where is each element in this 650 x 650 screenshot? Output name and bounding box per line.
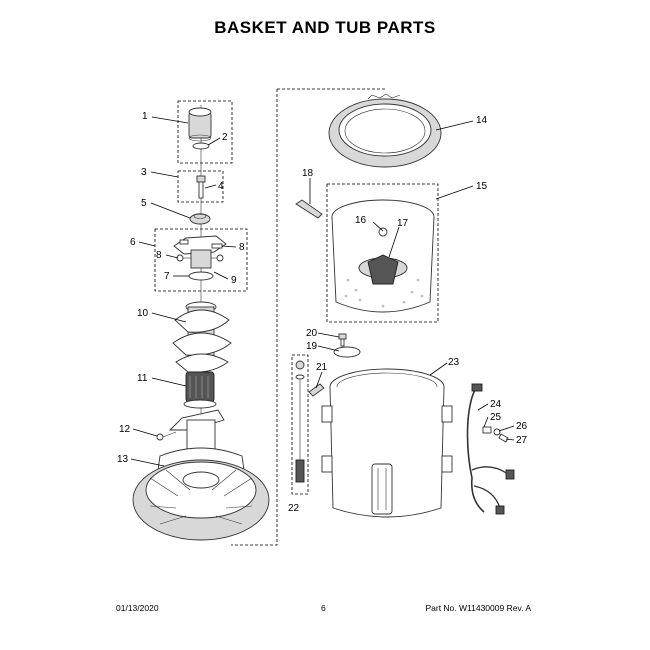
basket-pin bbox=[295, 199, 323, 219]
callout-24: 24 bbox=[490, 399, 502, 410]
spanner-bearing bbox=[333, 346, 361, 358]
outer-tub bbox=[321, 368, 453, 518]
wash-basket bbox=[331, 199, 435, 313]
group-box-22 bbox=[291, 354, 309, 495]
footer-date: 01/13/2020 bbox=[116, 603, 159, 613]
agitator-cap bbox=[188, 107, 212, 142]
callout-21: 21 bbox=[316, 362, 328, 373]
callout-6: 6 bbox=[130, 237, 136, 248]
group-box-15 bbox=[326, 183, 439, 323]
assembly-connector-outline bbox=[231, 88, 385, 546]
agitator-auger bbox=[172, 301, 232, 373]
callout-22: 22 bbox=[288, 503, 300, 514]
footer-part-number: Part No. W11430009 Rev. A bbox=[425, 603, 531, 613]
callout-1: 1 bbox=[142, 111, 148, 122]
callout-14: 14 bbox=[476, 115, 488, 126]
page-title: BASKET AND TUB PARTS bbox=[214, 18, 436, 37]
callout-17: 17 bbox=[397, 218, 409, 229]
callout-5: 5 bbox=[141, 198, 147, 209]
callout-26: 26 bbox=[516, 421, 528, 432]
drive-coupler bbox=[189, 213, 211, 225]
callout-20: 20 bbox=[306, 328, 318, 339]
callout-18: 18 bbox=[302, 168, 314, 179]
suspension-rod bbox=[295, 360, 305, 483]
basket-screw bbox=[338, 333, 347, 347]
callout-25: 25 bbox=[490, 412, 502, 423]
callout-2: 2 bbox=[222, 132, 228, 143]
balance-ring bbox=[328, 93, 442, 168]
wire-harness bbox=[466, 383, 515, 515]
callout-13: 13 bbox=[117, 454, 129, 465]
callout-8b: 8 bbox=[239, 242, 245, 253]
callout-16: 16 bbox=[355, 215, 367, 226]
callout-11: 11 bbox=[137, 373, 148, 384]
footer-page-number: 6 bbox=[321, 603, 326, 613]
callout-10: 10 bbox=[137, 308, 149, 319]
callout-23: 23 bbox=[448, 357, 460, 368]
group-box-3-4 bbox=[177, 170, 224, 203]
washer-clip bbox=[156, 431, 177, 441]
callout-27: 27 bbox=[516, 435, 528, 446]
drive-block-assembly bbox=[173, 235, 227, 281]
callout-3: 3 bbox=[141, 167, 147, 178]
callout-labels: 1 2 3 4 5 6 7 8 8 9 10 11 12 13 14 15 16… bbox=[117, 111, 528, 514]
drive-hub-base bbox=[132, 419, 270, 541]
callout-15: 15 bbox=[476, 181, 488, 192]
callout-4: 4 bbox=[218, 181, 224, 192]
group-box-1-2 bbox=[177, 100, 233, 164]
callout-19: 19 bbox=[306, 341, 318, 352]
callout-9: 9 bbox=[231, 275, 237, 286]
callout-8a: 8 bbox=[156, 250, 162, 261]
o-ring bbox=[192, 142, 210, 150]
callout-7: 7 bbox=[164, 271, 170, 282]
callout-leaders bbox=[130, 116, 515, 467]
callout-12: 12 bbox=[119, 424, 131, 435]
agitator-bolt bbox=[196, 175, 206, 199]
